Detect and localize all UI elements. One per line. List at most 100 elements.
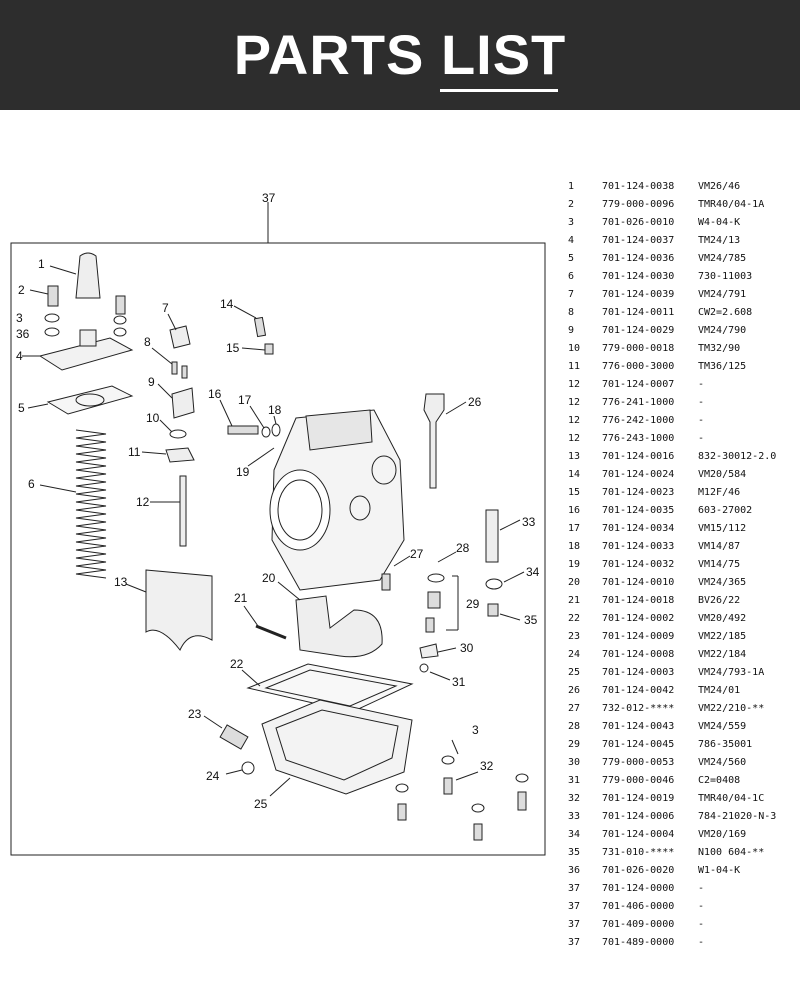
- callout-12: 12: [136, 495, 150, 509]
- callout-10: 10: [146, 411, 160, 425]
- part-description-cell: 784-21020-N-3: [698, 811, 777, 822]
- callout-24: 24: [206, 769, 220, 783]
- part-no-cell: 21: [568, 595, 581, 606]
- part-description-cell: -: [698, 937, 705, 948]
- part-13-slide: [145, 569, 213, 651]
- part-no-cell: 35: [568, 847, 581, 858]
- callout-29: 29: [466, 597, 480, 611]
- part-number-cell: 701-124-0002: [602, 613, 675, 624]
- exploded-parts-diagram: 37 1 2 3 36 4 5 6 7 8 9 10 11 12 13 14 1…: [0, 180, 560, 880]
- callout-5: 5: [18, 401, 25, 415]
- part-description-cell: -: [698, 883, 705, 894]
- part-no-cell: 12: [568, 433, 581, 444]
- part-number-cell: 701-489-0000: [602, 937, 675, 948]
- table-row: 33 701-124-0006 784-21020-N-3: [560, 808, 800, 826]
- part-number-cell: 701-124-0010: [602, 577, 675, 588]
- part-description-cell: VM22/184: [698, 649, 747, 660]
- part-description-cell: TM24/01: [698, 685, 741, 696]
- part-no-cell: 30: [568, 757, 581, 768]
- part-no-cell: 12: [568, 379, 581, 390]
- part-number-cell: 731-010-****: [602, 847, 675, 858]
- callout-8: 8: [144, 335, 151, 349]
- callout-3-lower: 3: [472, 723, 479, 737]
- callout-34: 34: [526, 565, 540, 579]
- part-no-cell: 13: [568, 451, 581, 462]
- part-description-cell: CW2=2.608: [698, 307, 753, 318]
- part-number-cell: 776-242-1000: [602, 415, 675, 426]
- part-number-cell: 701-124-0039: [602, 289, 675, 300]
- part-no-cell: 14: [568, 469, 581, 480]
- part-number-cell: 701-124-0007: [602, 379, 675, 390]
- part-number-cell: 701-124-0011: [602, 307, 675, 318]
- callout-4: 4: [16, 349, 23, 363]
- part-description-cell: BV26/22: [698, 595, 741, 606]
- part-no-cell: 12: [568, 397, 581, 408]
- part-description-cell: -: [698, 901, 705, 912]
- part-description-cell: VM20/169: [698, 829, 747, 840]
- part-25-float-bowl: [261, 699, 413, 795]
- part-number-cell: 776-243-1000: [602, 433, 675, 444]
- part-no-cell: 37: [568, 937, 581, 948]
- callout-28: 28: [456, 541, 470, 555]
- part-number-cell: 701-409-0000: [602, 919, 675, 930]
- callout-3: 3: [16, 311, 23, 325]
- callout-6: 6: [28, 477, 35, 491]
- part-number-cell: 701-124-0016: [602, 451, 675, 462]
- part-number-cell: 701-124-0030: [602, 271, 675, 282]
- part-description-cell: TMR40/04-1A: [698, 199, 765, 210]
- part-16-screw: [227, 425, 259, 435]
- part-no-cell: 29: [568, 739, 581, 750]
- part-12-needle: [179, 475, 187, 547]
- table-row: 8 701-124-0011 CW2=2.608: [560, 304, 800, 322]
- part-description-cell: TM36/125: [698, 361, 747, 372]
- part-description-cell: 730-11003: [698, 271, 753, 282]
- part-2-adjuster: [47, 285, 59, 307]
- part-no-cell: 27: [568, 703, 581, 714]
- part-description-cell: VM24/365: [698, 577, 747, 588]
- part-number-cell: 701-124-0045: [602, 739, 675, 750]
- part-33-tube: [485, 509, 499, 563]
- part-no-cell: 11: [568, 361, 581, 372]
- part-number-cell: 701-124-0023: [602, 487, 675, 498]
- part-no-cell: 10: [568, 343, 581, 354]
- part-no-cell: 8: [568, 307, 575, 318]
- part-no-cell: 25: [568, 667, 581, 678]
- part-description-cell: W4-04-K: [698, 217, 741, 228]
- callout-14: 14: [220, 297, 234, 311]
- callout-27: 27: [410, 547, 424, 561]
- part-number-cell: 701-124-0038: [602, 181, 675, 192]
- part-description-cell: -: [698, 919, 705, 930]
- part-no-cell: 19: [568, 559, 581, 570]
- part-description-cell: TM32/90: [698, 343, 741, 354]
- part-description-cell: VM24/790: [698, 325, 747, 336]
- carburetor-body: [269, 409, 405, 591]
- part-no-cell: 31: [568, 775, 581, 786]
- part-no-cell: 34: [568, 829, 581, 840]
- part-5-gasket: [46, 385, 134, 415]
- part-no-cell: 33: [568, 811, 581, 822]
- part-no-cell: 24: [568, 649, 581, 660]
- part-26-choke: [423, 393, 445, 489]
- part-description-cell: M12F/46: [698, 487, 741, 498]
- callout-17: 17: [238, 393, 252, 407]
- part-number-cell: 701-124-0042: [602, 685, 675, 696]
- part-description-cell: VM24/559: [698, 721, 747, 732]
- callout-21: 21: [234, 591, 248, 605]
- part-number-cell: 701-124-0006: [602, 811, 675, 822]
- part-description-cell: VM22/210-**: [698, 703, 765, 714]
- assembly-frame: [10, 242, 546, 856]
- part-number-cell: 701-124-0034: [602, 523, 675, 534]
- callout-35: 35: [524, 613, 538, 627]
